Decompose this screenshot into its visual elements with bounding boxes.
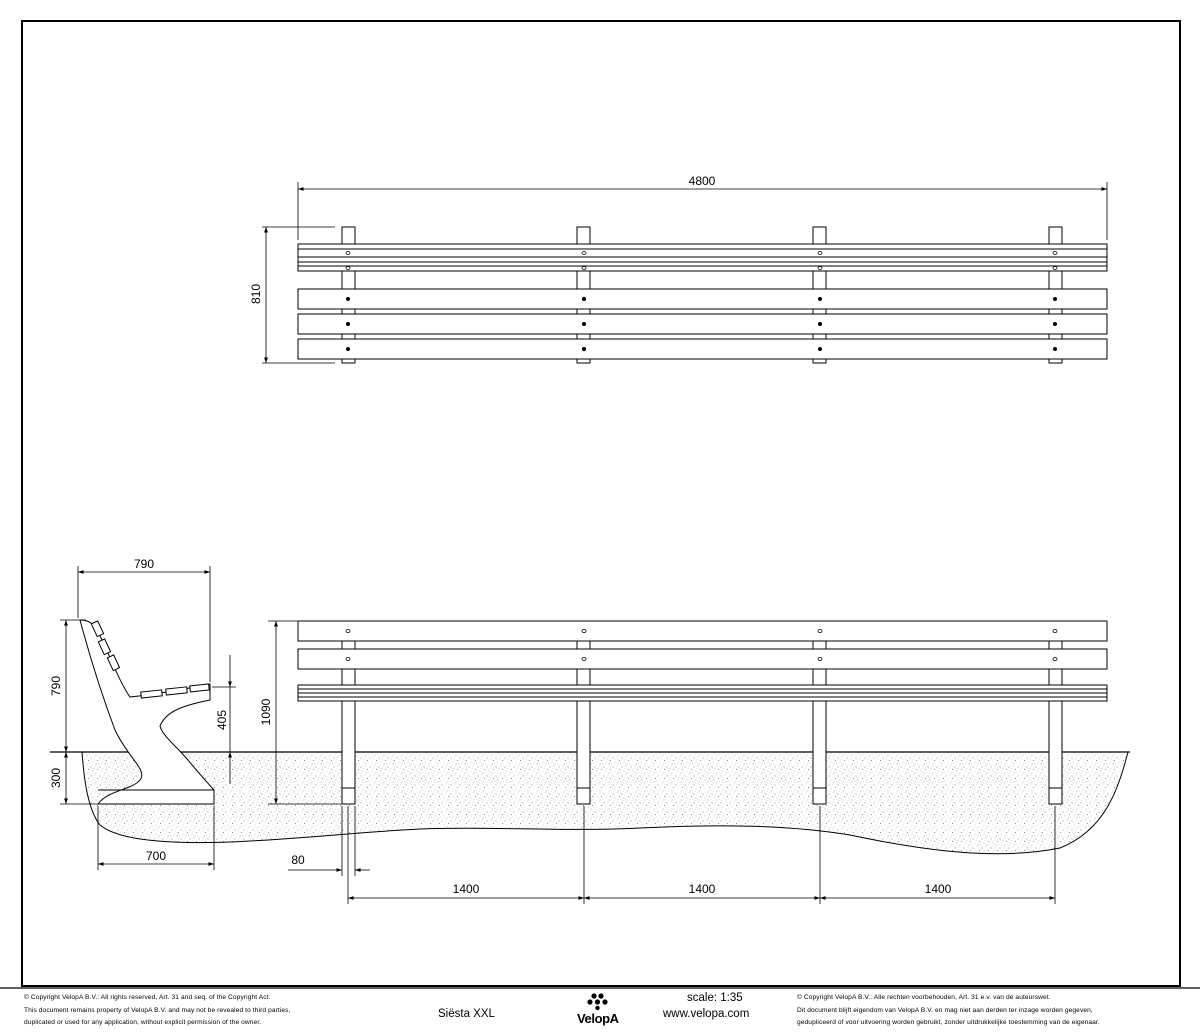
velopa-logo-icon bbox=[587, 993, 608, 1011]
dim-seat-height bbox=[212, 655, 236, 784]
dim-top-length bbox=[297, 182, 1108, 240]
ground-soil bbox=[81, 751, 1129, 855]
top-view-bolts bbox=[346, 297, 1057, 351]
copyright-en-line-1: © Copyright VelopA B.V.: All rights rese… bbox=[24, 994, 271, 1001]
copyright-nl-line-1: © Copyright VelopA B.V.: Alle rechten vo… bbox=[797, 994, 1051, 1001]
dim-total-height bbox=[268, 620, 342, 805]
copyright-nl-line-2: Dit document blijft eigendom van VelopA … bbox=[797, 1006, 1093, 1014]
side-profile bbox=[79, 619, 215, 805]
dim-post-spacing bbox=[347, 806, 1056, 904]
top-view bbox=[297, 226, 1108, 364]
dim-label-1400-b: 1400 bbox=[689, 882, 716, 896]
copyright-en: © Copyright VelopA B.V.: All rights rese… bbox=[24, 992, 291, 1030]
dim-label-1400-c: 1400 bbox=[925, 882, 952, 896]
dim-side-height bbox=[60, 619, 86, 752]
copyright-en-line-3: duplicated or used for any application, … bbox=[24, 1019, 262, 1026]
dim-underground bbox=[60, 752, 98, 805]
dim-label-790-depth: 790 bbox=[134, 557, 154, 571]
drawing-frame bbox=[21, 20, 1181, 987]
copyright-nl-line-3: gedupliceerd of voor uitvoering worden g… bbox=[797, 1019, 1100, 1026]
dim-label-810: 810 bbox=[249, 284, 263, 304]
dim-side-depth bbox=[77, 566, 211, 682]
scale: scale: 1:35 bbox=[687, 992, 743, 1004]
brand-name: VelopA bbox=[577, 1011, 619, 1026]
front-view-rails bbox=[297, 620, 1108, 702]
front-view-bolts bbox=[345, 629, 1058, 662]
top-view-back-bolts bbox=[345, 251, 1058, 270]
dim-label-790-height: 790 bbox=[49, 676, 63, 696]
dim-label-700: 700 bbox=[146, 849, 166, 863]
dim-label-80: 80 bbox=[291, 853, 305, 867]
dim-post-width bbox=[288, 806, 370, 876]
website: www.velopa.com bbox=[663, 1008, 750, 1020]
copyright-nl: © Copyright VelopA B.V.: Alle rechten vo… bbox=[797, 992, 1100, 1030]
dim-label-1090: 1090 bbox=[259, 698, 273, 725]
dim-foot-length bbox=[97, 806, 215, 870]
dim-label-300: 300 bbox=[49, 768, 63, 788]
dim-label-4800: 4800 bbox=[689, 174, 716, 188]
product-name: Siësta XXL bbox=[438, 1008, 495, 1020]
dim-label-405: 405 bbox=[215, 710, 229, 730]
dim-label-1400-a: 1400 bbox=[453, 882, 480, 896]
dim-top-height bbox=[262, 226, 335, 364]
copyright-en-line-2: This document remains property of VelopA… bbox=[24, 1006, 291, 1014]
